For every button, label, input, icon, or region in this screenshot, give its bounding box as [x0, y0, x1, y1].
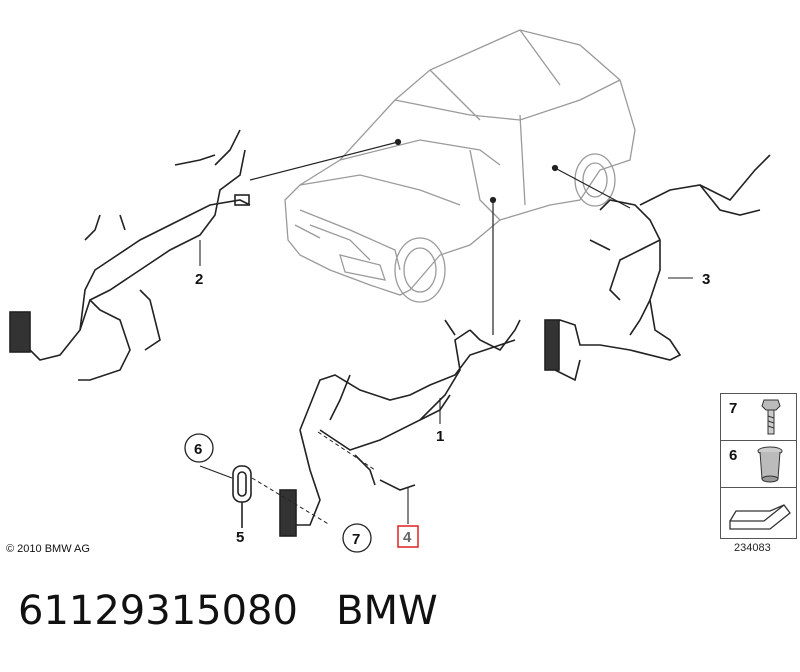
callout-5: 5 — [236, 529, 244, 546]
harness-2 — [9, 129, 251, 381]
svg-text:6: 6 — [194, 441, 202, 458]
legend-arrow — [720, 487, 797, 539]
callout-4-highlighted[interactable]: 4 — [397, 525, 419, 548]
part-number: 61129315080 — [18, 588, 298, 634]
brand-name: BMW — [336, 588, 438, 634]
legend-item-7: 7 — [720, 393, 797, 442]
diagram-id: 234083 — [734, 542, 771, 554]
callout-leaders — [199, 240, 693, 524]
dashed-leaders — [251, 431, 376, 526]
callout-7-circle: 7 — [342, 523, 372, 553]
nut-icon — [757, 446, 783, 483]
harness-3 — [544, 154, 771, 382]
harness-1 — [279, 319, 521, 537]
bolt-icon — [761, 399, 781, 435]
legend-number-7: 7 — [729, 400, 738, 417]
svg-text:4: 4 — [403, 529, 412, 546]
vehicle-outline — [284, 29, 636, 303]
callout-2: 2 — [195, 271, 203, 288]
arrow-icon — [729, 504, 791, 530]
pointer-lines — [249, 138, 631, 335]
parts-diagram: 1 2 3 4 5 6 7 — [9, 29, 771, 553]
callout-6-circle: 6 — [184, 433, 214, 463]
callout-3: 3 — [702, 271, 710, 288]
svg-text:7: 7 — [352, 531, 360, 548]
item-5-grommet — [232, 465, 252, 528]
callout-1: 1 — [436, 428, 444, 445]
footer-caption: 61129315080 BMW — [18, 588, 438, 634]
legend-item-6: 6 — [720, 440, 797, 489]
copyright-text: © 2010 BMW AG — [6, 543, 90, 555]
legend-number-6: 6 — [729, 447, 738, 464]
